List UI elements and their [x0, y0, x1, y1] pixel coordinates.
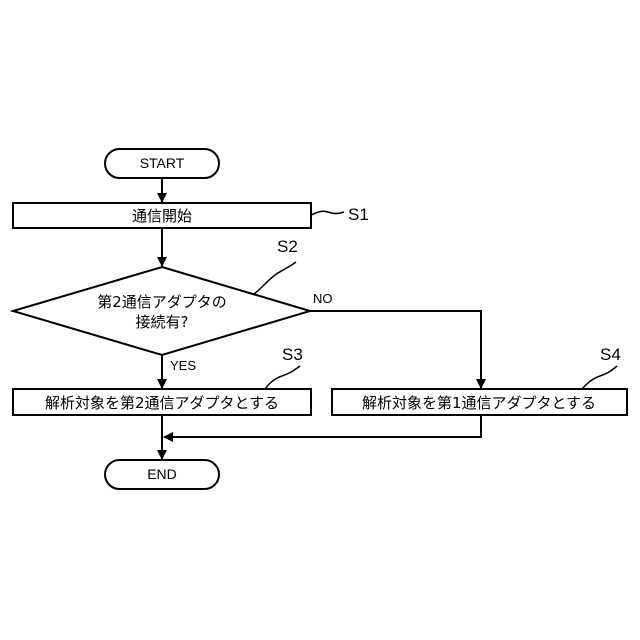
arrow-s4-merge: [164, 415, 481, 437]
yes-label: YES: [170, 358, 196, 373]
s2-leader: [254, 262, 296, 294]
process-s1: 通信開始: [13, 203, 311, 228]
s2-diamond: [13, 267, 310, 355]
s1-step-label: S1: [348, 205, 369, 224]
s3-text: 解析対象を第2通信アダプタとする: [45, 394, 279, 412]
end-terminal: END: [105, 460, 219, 489]
s1-text: 通信開始: [132, 207, 192, 225]
s1-leader: [311, 211, 344, 215]
decision-s2: 第2通信アダプタの 接続有?: [13, 267, 310, 355]
no-label: NO: [313, 291, 333, 306]
s4-leader: [582, 366, 617, 389]
start-label: START: [140, 155, 185, 171]
s4-text: 解析対象を第1通信アダプタとする: [362, 394, 596, 412]
process-s4: 解析対象を第1通信アダプタとする: [332, 389, 627, 415]
end-label: END: [147, 466, 177, 482]
start-terminal: START: [105, 149, 219, 178]
s2-text-line1: 第2通信アダプタの: [97, 293, 227, 311]
s3-step-label: S3: [282, 345, 303, 364]
arrow-no-to-s4: [310, 311, 481, 388]
s4-step-label: S4: [600, 345, 621, 364]
process-s3: 解析対象を第2通信アダプタとする: [13, 389, 311, 415]
s2-text-line2: 接続有?: [136, 313, 189, 331]
s3-leader: [265, 366, 300, 389]
s2-step-label: S2: [277, 237, 298, 256]
